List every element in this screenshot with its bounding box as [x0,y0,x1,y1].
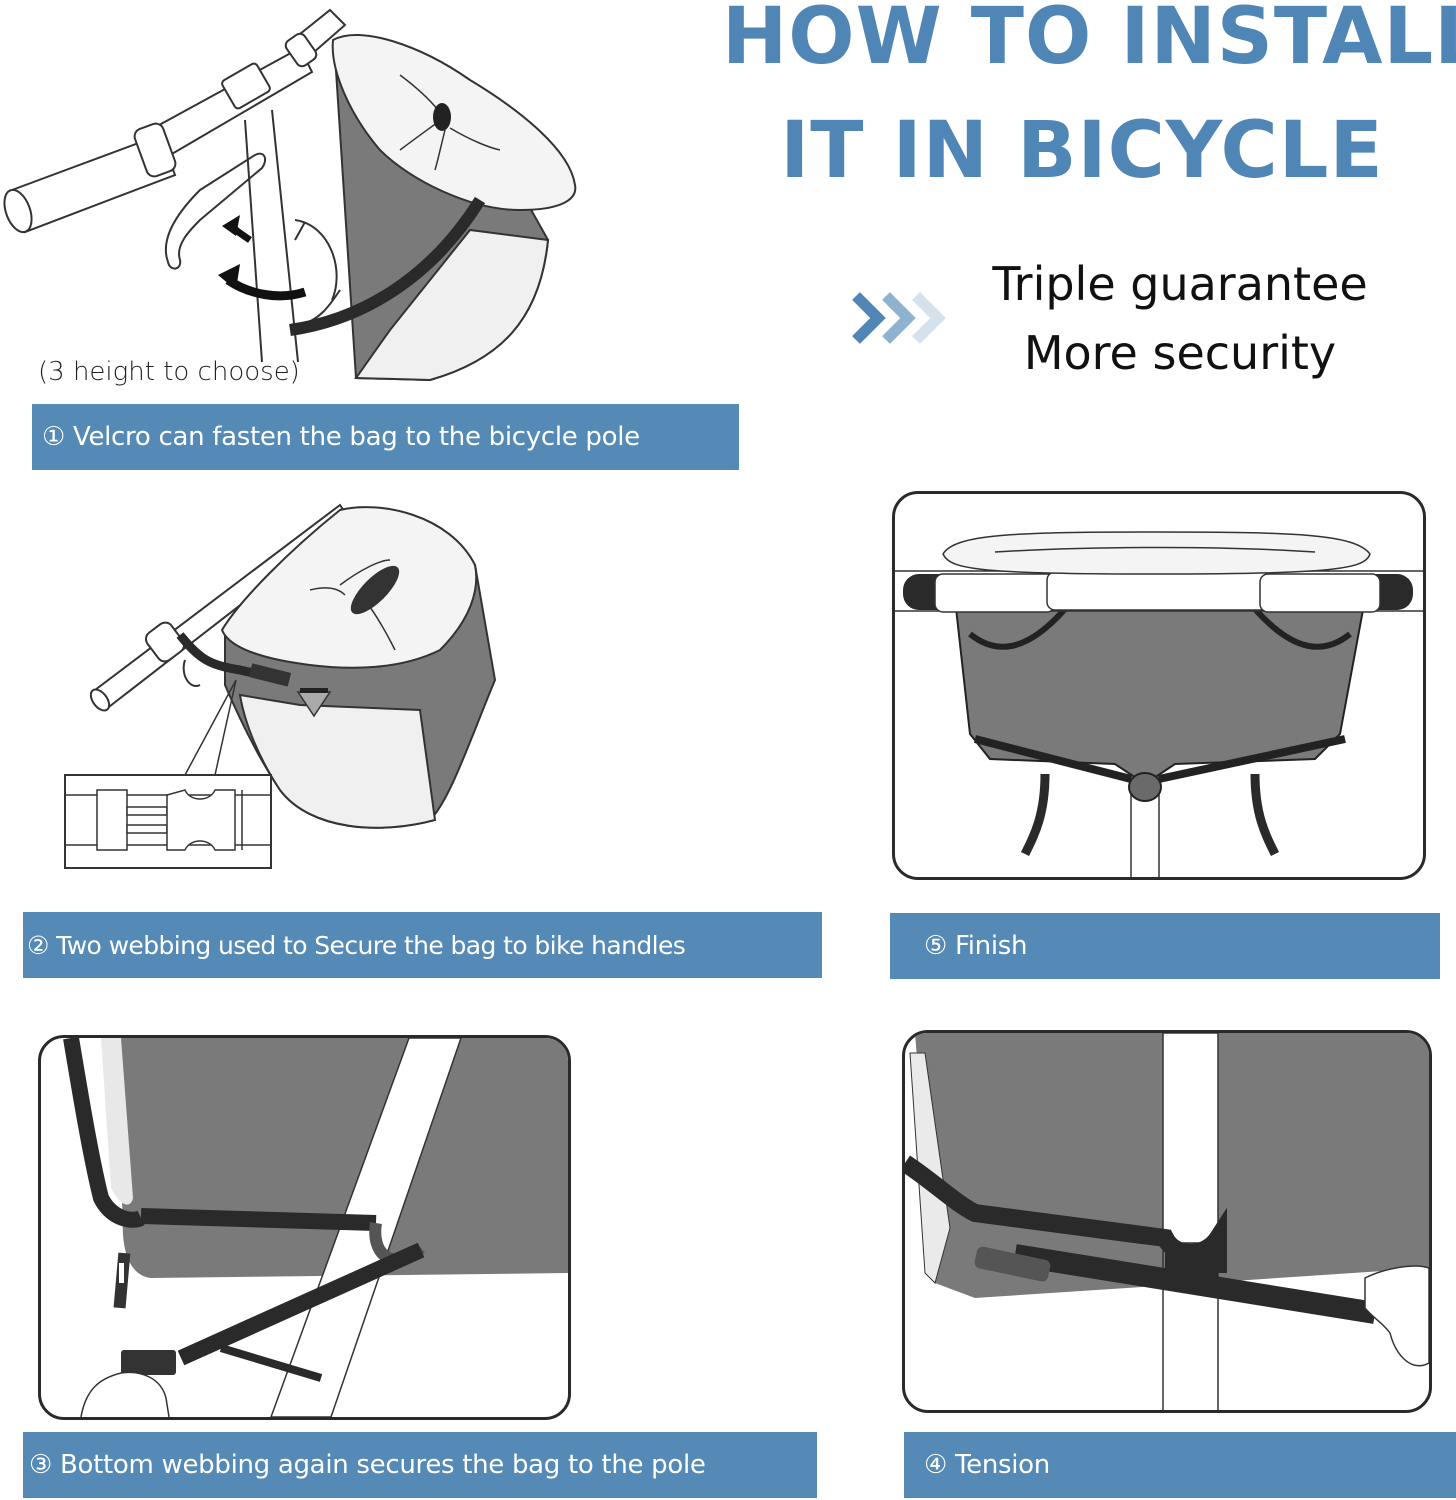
step-5-label: ⑤ Finish [924,931,1028,961]
step-3-bottom-webbing-illustration [63,1038,568,1417]
step-4-tension-illustration [905,1033,1429,1410]
step-1-velcro-illustration [3,8,577,382]
step-4-tension-panel [902,1030,1432,1413]
step-2-webbing-illustration [64,503,497,869]
step-2-banner: ② Two webbing used to Secure the bag to … [23,912,822,978]
step-3-label: ③ Bottom webbing again secures the bag t… [29,1450,706,1480]
height-options-note: (3 height to choose) [38,357,300,387]
step-5-finish-illustration [895,531,1423,877]
step-5-finish-panel [892,491,1426,880]
step-1-banner: ① Velcro can fasten the bag to the bicyc… [32,404,739,470]
step-5-banner: ⑤ Finish [890,913,1440,979]
step-3-bottom-webbing-panel [38,1035,571,1420]
step-3-banner: ③ Bottom webbing again secures the bag t… [23,1432,817,1498]
page-title-line-2: IT IN BICYCLE [780,106,1384,196]
step-4-banner: ④ Tension [904,1432,1456,1498]
step-4-label: ④ Tension [924,1450,1050,1480]
triple-chevron-right-icon [852,292,946,344]
tagline-triple-guarantee: Triple guarantee [992,257,1368,311]
step-1-label: ① Velcro can fasten the bag to the bicyc… [42,422,640,452]
page-title-line-1: HOW TO INSTALL [722,0,1456,82]
step-2-label: ② Two webbing used to Secure the bag to … [27,930,686,960]
tagline-more-security: More security [1023,326,1337,380]
